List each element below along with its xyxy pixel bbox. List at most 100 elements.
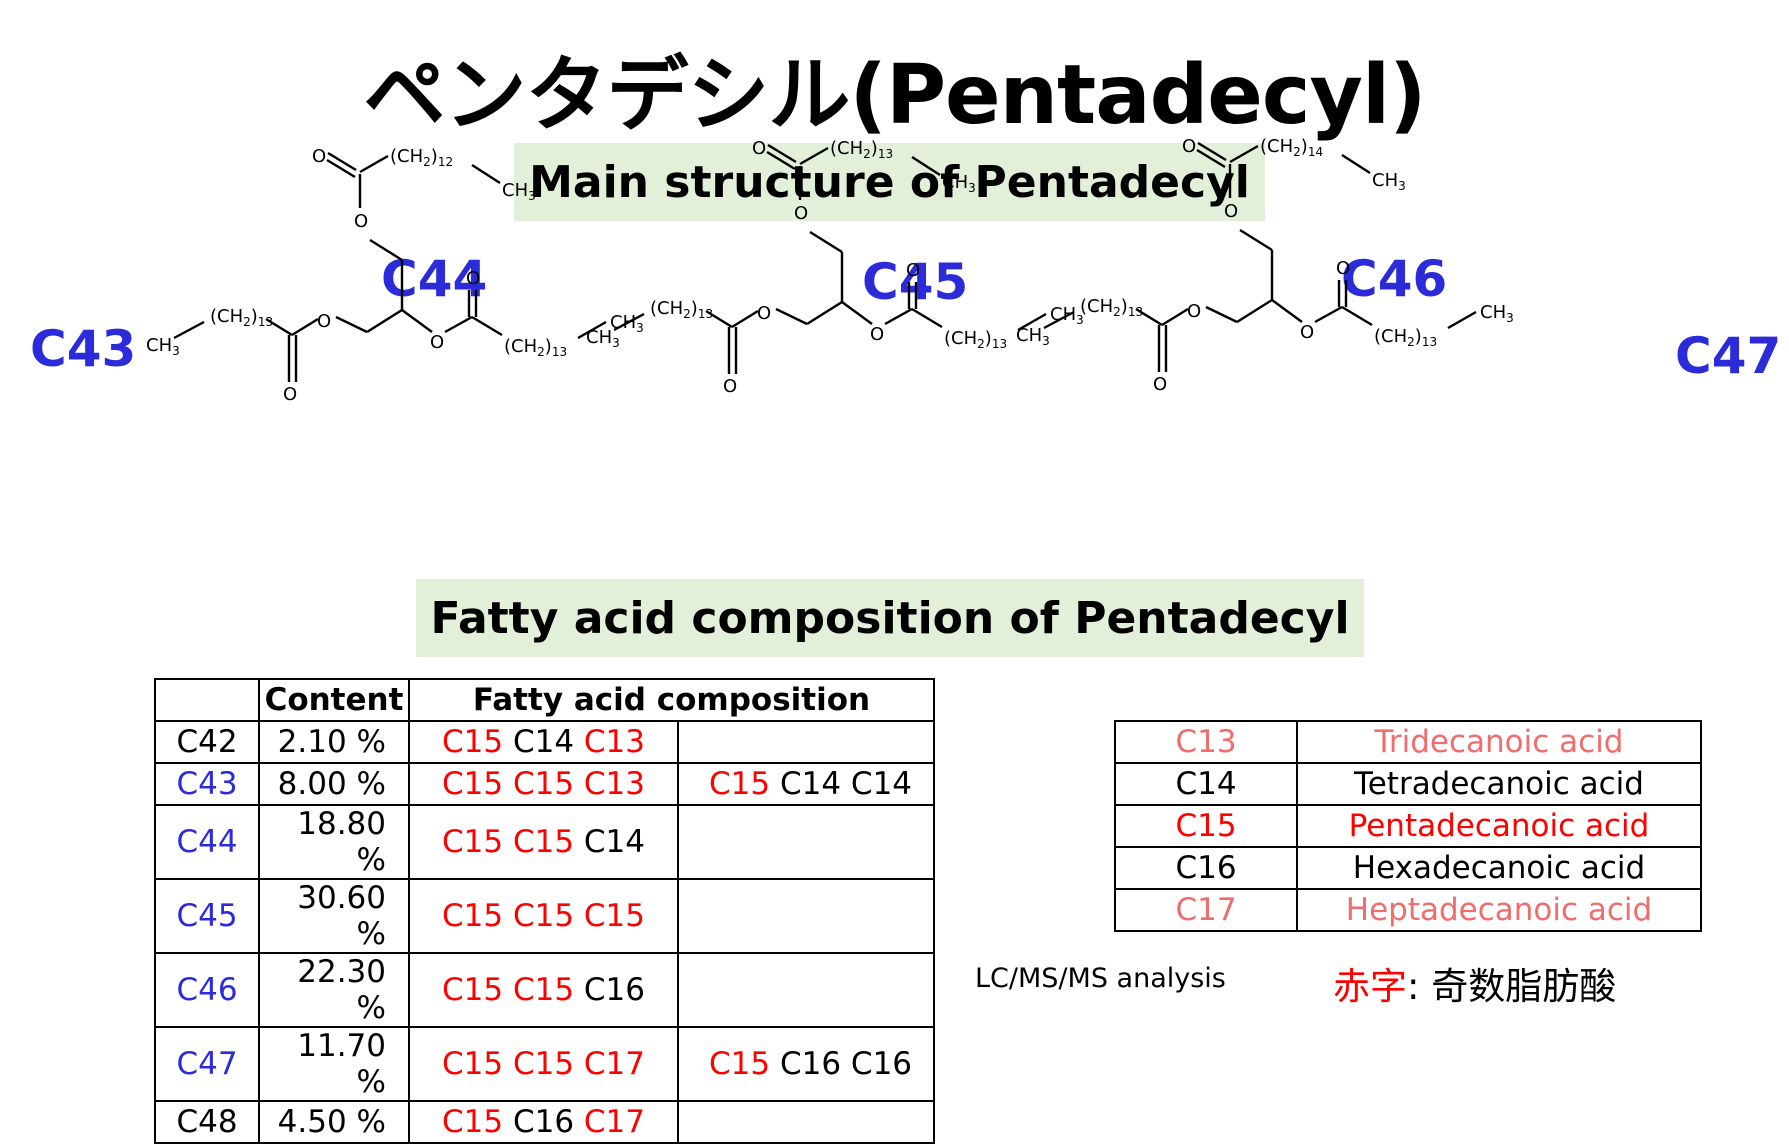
oxygen-atom: O: [1182, 136, 1196, 157]
analysis-note: LC/MS/MS analysis: [975, 963, 1226, 994]
row-comp2: [677, 804, 935, 880]
row-label: C44: [154, 804, 260, 880]
top-chain-label: (CH2)12: [390, 146, 453, 169]
row-content: 8.00 %: [258, 762, 410, 806]
row-comp: C15 C15 C14: [407, 804, 680, 880]
acid-abbr: C17: [1114, 888, 1298, 932]
fatty-acid-token: C15: [442, 766, 504, 802]
legend-rest-text: : 奇数脂肪酸: [1407, 965, 1617, 1008]
row-content: 22.30 %: [258, 952, 410, 1028]
row-comp2: C15 C14 C14: [677, 762, 935, 806]
fatty-acid-token: C15: [442, 724, 504, 760]
oxygen-atom: O: [283, 384, 297, 405]
row-comp: C15 C16 C17: [407, 1100, 680, 1144]
fatty-acid-token: C15: [442, 1046, 504, 1082]
fatty-acid-token: C17: [583, 1046, 645, 1082]
top-chain-label: (CH2)13: [830, 138, 893, 161]
page-title: ペンタデシル(Pentadecyl): [363, 48, 1426, 143]
row-comp2: [677, 720, 935, 764]
oxygen-atom: O: [1336, 258, 1350, 279]
divider-line: [408, 1022, 410, 1059]
fatty-acid-token: C15: [709, 766, 771, 802]
header-blank: [154, 678, 260, 722]
right-chain-label: (CH2)13: [944, 328, 1007, 351]
top-chain-label: (CH2)14: [1260, 136, 1323, 159]
oxygen-atom: O: [752, 138, 766, 159]
fatty-acid-token: C13: [583, 766, 645, 802]
row-comp2: [677, 878, 935, 954]
label-c43: C43: [30, 320, 137, 378]
composition-banner: Fatty acid composition of Pentadecyl: [416, 579, 1364, 657]
fatty-acid-token: C16: [512, 1104, 575, 1140]
oxygen-atom: O: [1224, 201, 1238, 222]
oxygen-atom: O: [723, 376, 737, 397]
methyl-label: CH3: [610, 312, 644, 335]
row-label: C42: [154, 720, 260, 764]
methyl-label: CH3: [1050, 304, 1084, 327]
label-c47: C47: [1675, 327, 1782, 385]
row-label: C45: [154, 878, 260, 954]
fatty-acid-token: C15: [583, 898, 645, 934]
row-label: C48: [154, 1100, 260, 1144]
acid-name: Tridecanoic acid: [1296, 720, 1702, 764]
fatty-acid-token: C17: [583, 1104, 645, 1140]
row-comp: C15 C15 C13: [407, 762, 680, 806]
row-content: 11.70 %: [258, 1026, 410, 1102]
fatty-acid-token: C14: [583, 824, 645, 860]
row-comp: C15 C15 C17: [407, 1026, 680, 1102]
fatty-acid-token: C14: [512, 724, 575, 760]
oxygen-atom: O: [906, 260, 920, 281]
fatty-acid-token: C13: [583, 724, 645, 760]
methyl-label: CH3: [146, 335, 180, 358]
row-comp2: C15 C16 C16: [677, 1026, 935, 1102]
row-content: 4.50 %: [258, 1100, 410, 1144]
legend-note: 赤字: 奇数脂肪酸: [1333, 956, 1616, 1010]
oxygen-atom: O: [1300, 322, 1314, 343]
oxygen-atom: O: [1153, 374, 1167, 395]
acid-name: Tetradecanoic acid: [1296, 762, 1702, 806]
fatty-acid-token: C15: [512, 972, 575, 1008]
row-comp: C15 C14 C13: [407, 720, 680, 764]
methyl-label: CH3: [1372, 170, 1406, 193]
fatty-acid-token: C16: [583, 972, 645, 1008]
acid-name: Hexadecanoic acid: [1296, 846, 1702, 890]
acid-abbr: C14: [1114, 762, 1298, 806]
methyl-label: CH3: [586, 327, 620, 350]
acid-name: Heptadecanoic acid: [1296, 888, 1702, 932]
acid-abbr: C16: [1114, 846, 1298, 890]
oxygen-atom: O: [430, 332, 444, 353]
left-chain-label: (CH2)13: [1080, 296, 1143, 319]
row-content: 30.60 %: [258, 878, 410, 954]
left-chain-label: (CH2)13: [210, 306, 273, 329]
row-comp: C15 C15 C15: [407, 878, 680, 954]
methyl-label: CH3: [1480, 302, 1514, 325]
row-content: 18.80 %: [258, 804, 410, 880]
oxygen-atom: O: [757, 303, 771, 324]
label-c46: C46: [1341, 250, 1448, 308]
acid-name: Pentadecanoic acid: [1296, 804, 1702, 848]
fatty-acid-token: C15: [442, 824, 504, 860]
fatty-acid-token: C15: [512, 898, 575, 934]
fatty-acid-token: C16: [779, 1046, 842, 1082]
right-chain-label: (CH2)13: [504, 336, 567, 359]
fatty-acid-token: C15: [442, 1104, 504, 1140]
fatty-acid-token: C15: [442, 898, 504, 934]
acid-abbr: C13: [1114, 720, 1298, 764]
fatty-acid-token: C16: [850, 1046, 913, 1082]
oxygen-atom: O: [312, 146, 326, 167]
fatty-acid-token: C15: [512, 1046, 575, 1082]
oxygen-atom: O: [794, 203, 808, 224]
row-label: C46: [154, 952, 260, 1028]
oxygen-atom: O: [317, 311, 331, 332]
row-label: C43: [154, 762, 260, 806]
row-comp2: [677, 952, 935, 1028]
